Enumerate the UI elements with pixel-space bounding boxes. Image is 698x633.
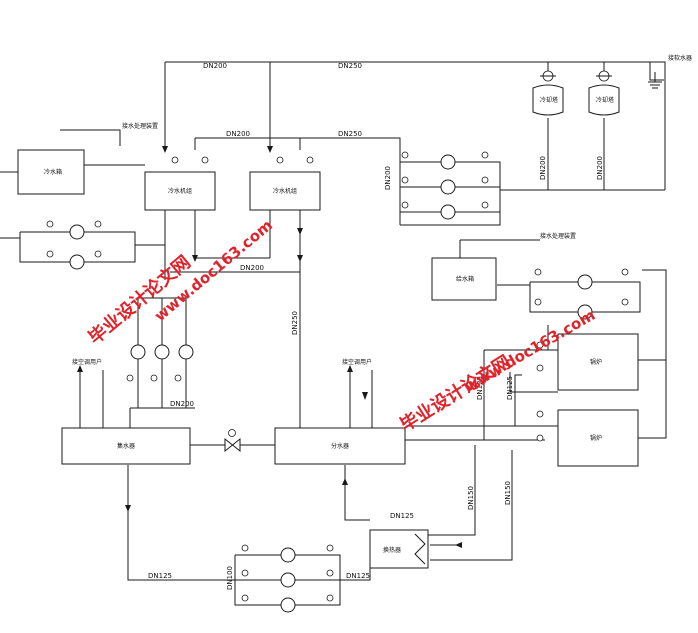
equipment-labels: 冷水箱 冷水机组 冷水机组 冷却塔 冷却塔 给水箱 锅炉 锅炉 集水器 分水器 … [44, 54, 692, 554]
collector [61, 427, 191, 465]
boiler-1 [557, 333, 639, 391]
boiler-2-label: 锅炉 [590, 434, 602, 442]
dn-tower-right: DN200 [596, 156, 604, 180]
dn-right-vert: DN200 [384, 166, 392, 190]
tank-note-right: 接水处理装置 [540, 232, 576, 240]
dn-hx-v2: DN150 [504, 481, 512, 505]
chiller-2-label: 冷水机组 [273, 187, 297, 195]
chiller-2 [249, 171, 321, 211]
dn-hx-in: DN125 [390, 512, 414, 520]
distributor [274, 427, 406, 465]
supply-tank-right-label: 给水箱 [456, 275, 474, 283]
valve-handwheel [228, 429, 236, 437]
distributor-label: 分水器 [331, 442, 349, 450]
chiller-1-label: 冷水机组 [168, 187, 192, 195]
dn-boiler-a: DN125 [476, 376, 484, 400]
user-note-left: 接空调用户 [72, 358, 102, 366]
boiler-1-label: 锅炉 [590, 358, 602, 366]
dn-collector-pumps: DN200 [170, 400, 194, 408]
cooling-tower-2-label: 冷却塔 [596, 96, 614, 104]
chiller-1 [144, 171, 216, 211]
cooling-tower-1-label: 冷却塔 [540, 96, 558, 104]
heat-exchanger-label: 换热器 [383, 546, 401, 554]
dn-boiler-b: DN125 [506, 376, 514, 400]
dn-top-left: DN200 [203, 62, 227, 70]
dn-mid-left: DN200 [226, 130, 250, 138]
pumps [69, 154, 593, 613]
dn-tower-left: DN200 [539, 156, 547, 180]
dn-chiller-out: DN200 [240, 264, 264, 272]
equipment [17, 70, 639, 569]
gauges [46, 151, 629, 602]
watermarks: 毕业设计论文网 www.doc163.com 毕业设计论文网 www.doc16… [84, 216, 598, 436]
boiler-2 [557, 409, 639, 467]
user-note-right: 接空调用户 [342, 358, 372, 366]
cold-water-tank-label: 冷水箱 [44, 168, 62, 176]
tank-note-left: 接水处理装置 [122, 122, 158, 130]
heat-exchanger [369, 529, 429, 569]
dn-bottom-mid: DN100 [226, 566, 234, 590]
dn-top-right: DN250 [338, 62, 362, 70]
dn-bottom-right: DN125 [346, 572, 370, 580]
supply-tank-right [431, 257, 497, 301]
collector-label: 集水器 [117, 442, 135, 450]
gate-valve [224, 437, 241, 453]
dn-hx-v1: DN150 [467, 486, 475, 510]
cold-water-tank [17, 149, 85, 195]
top-right-note: 接软水器 [668, 54, 692, 62]
dn-bottom-left: DN125 [148, 572, 172, 580]
pipe-size-labels: DN200 DN250 DN200 DN250 DN200 DN200 DN20… [148, 62, 604, 590]
cooling-tower-2 [588, 70, 620, 116]
cooling-tower-1 [532, 70, 564, 116]
ground-symbol [648, 72, 662, 89]
dn-mid-right: DN250 [338, 130, 362, 138]
dn-vert-main: DN250 [291, 311, 299, 335]
heat-exchanger-coil [414, 533, 426, 565]
